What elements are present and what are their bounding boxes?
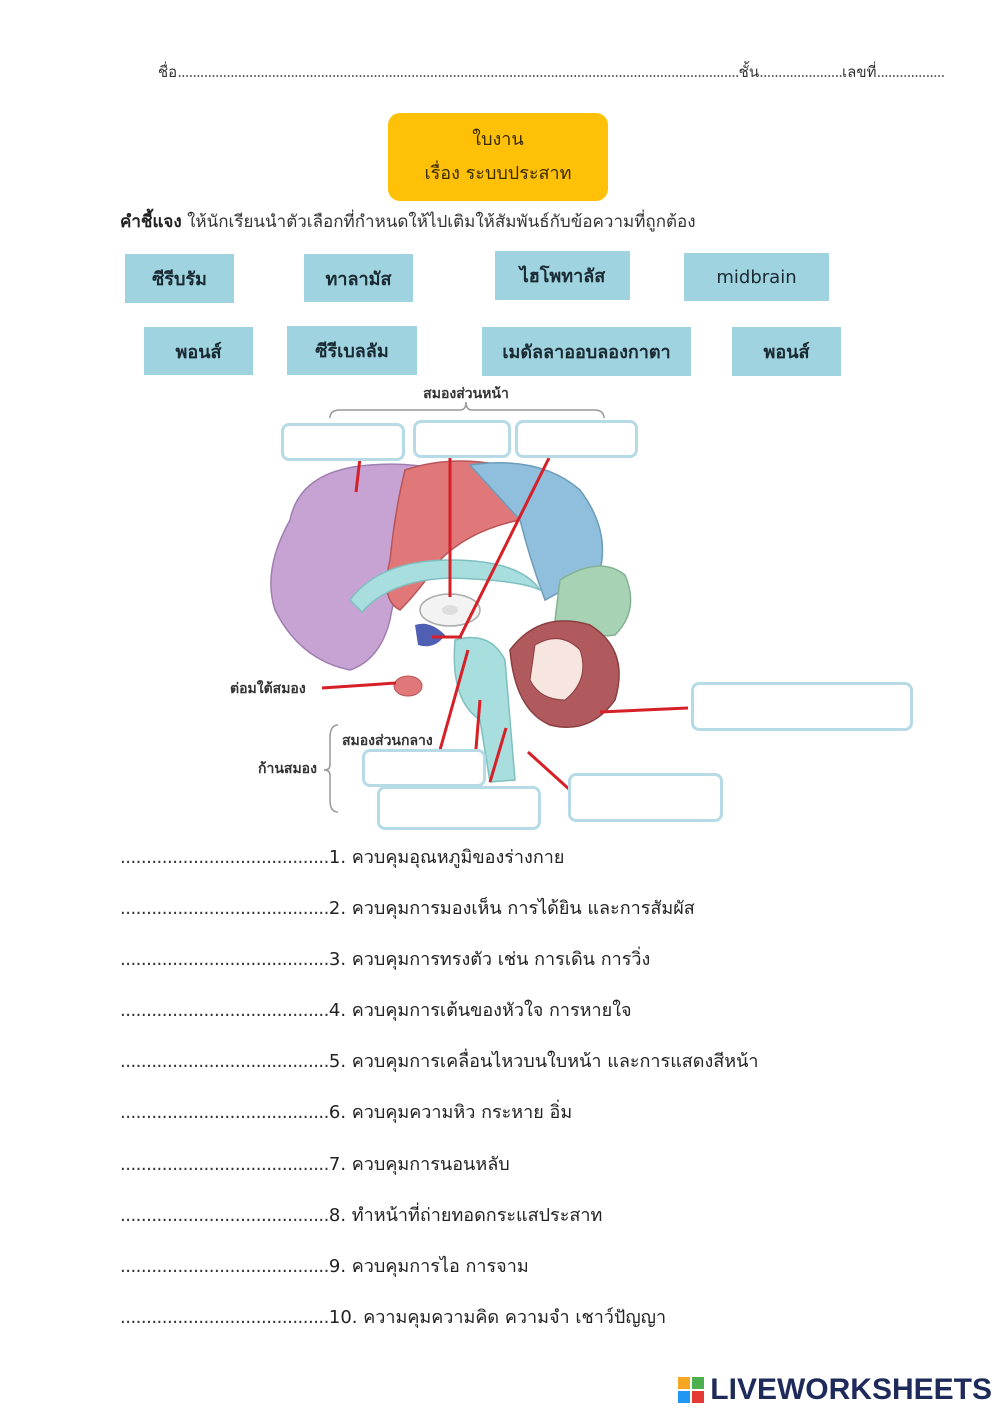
question-text-6: 6. ควบคุมความหิว กระหาย อิ่ม bbox=[328, 1102, 573, 1123]
thalamus-core bbox=[442, 605, 458, 615]
pituitary-label: ต่อมใต้สมอง bbox=[230, 679, 306, 697]
pituitary-shape bbox=[393, 675, 423, 697]
answer-input-6[interactable] bbox=[380, 789, 542, 829]
liveworksheets-logo: LIVEWORKSHEETS bbox=[678, 1373, 992, 1407]
instruction-bold-label: คำชี้แจง bbox=[120, 212, 182, 232]
question-dots-3[interactable]: ........................................ bbox=[120, 949, 329, 970]
question-text-7: 7. ควบคุมการนอนหลับ bbox=[328, 1154, 510, 1175]
instruction-body: ให้นักเรียนนำตัวเลือกที่กำหนดให้ไปเติมให… bbox=[187, 212, 696, 232]
occipital-blue-lobe bbox=[468, 462, 604, 602]
question-text-10: 10. ความคุมความคิด ความจำ เชาว์ปัญญา bbox=[328, 1307, 667, 1328]
brain-diagram: สมองส่วนหน้า ต่อมใต้สมอง สมองส่วนกลาง ก้… bbox=[230, 386, 689, 813]
answer-box-4[interactable] bbox=[691, 682, 914, 731]
brainstem-label: ก้านสมอง bbox=[258, 761, 317, 777]
question-dots-8[interactable]: ........................................ bbox=[120, 1205, 329, 1226]
number-dots: .................. bbox=[876, 63, 945, 81]
question-text-3: 3. ควบคุมการทรงตัว เช่น การเดิน การวิ่ง bbox=[328, 949, 651, 970]
option-hypothalamus[interactable]: ไฮโพทาลัส bbox=[495, 251, 630, 300]
question-text-4: 4. ควบคุมการเต้นของหัวใจ การหายใจ bbox=[328, 1000, 632, 1021]
question-dots-9[interactable]: ........................................ bbox=[120, 1256, 329, 1277]
name-label: ชื่อ bbox=[158, 63, 178, 81]
option-thalamus[interactable]: ทาลามัส bbox=[304, 254, 413, 302]
hypothalamus-shape bbox=[415, 623, 445, 647]
answer-input-4[interactable] bbox=[694, 685, 914, 730]
question-dots-7[interactable]: ........................................ bbox=[120, 1154, 329, 1175]
question-row-6: ........................................… bbox=[120, 1097, 572, 1126]
option-medulla-oblongata[interactable]: เมดัลลาออบลองกาตา bbox=[482, 327, 691, 376]
question-row-1: ........................................… bbox=[120, 842, 564, 871]
question-text-1: 1. ควบคุมอุณหภูมิของร่างกาย bbox=[328, 847, 565, 868]
answer-input-3[interactable] bbox=[518, 423, 639, 457]
worksheet-title-line1: ใบงาน bbox=[472, 129, 524, 150]
option-cerebellum[interactable]: ซีรีเบลลัม bbox=[287, 326, 417, 375]
option-pons-2[interactable]: พอนส์ bbox=[732, 327, 841, 376]
question-text-5: 5. ควบคุมการเคลื่อนไหวบนใบหน้า และการแสด… bbox=[328, 1051, 759, 1072]
option-midbrain[interactable]: midbrain bbox=[684, 253, 829, 301]
worksheet-title-line2: เรื่อง ระบบประสาท bbox=[424, 163, 572, 184]
question-row-2: ........................................… bbox=[120, 893, 695, 922]
answer-box-2[interactable] bbox=[413, 420, 512, 458]
midbrain-label: สมองส่วนกลาง bbox=[342, 733, 433, 749]
option-pons[interactable]: พอนส์ bbox=[144, 327, 253, 375]
answer-box-6[interactable] bbox=[377, 786, 542, 830]
question-text-8: 8. ทำหน้าที่ถ่ายทอดกระแสประสาท bbox=[328, 1205, 603, 1226]
question-text-9: 9. ควบคุมการไอ การจาม bbox=[328, 1256, 529, 1277]
forebrain-bracket bbox=[329, 401, 605, 419]
class-label: ชั้น bbox=[738, 63, 760, 81]
question-dots-1[interactable]: ........................................ bbox=[120, 847, 329, 868]
question-dots-6[interactable]: ........................................ bbox=[120, 1102, 329, 1123]
answer-box-3[interactable] bbox=[515, 420, 639, 458]
question-dots-4[interactable]: ........................................ bbox=[120, 1000, 329, 1021]
answer-input-7[interactable] bbox=[571, 776, 724, 821]
cerebellum-arbor bbox=[529, 638, 584, 701]
class-dots: ...................... bbox=[759, 63, 843, 81]
liveworksheets-icon bbox=[678, 1377, 705, 1403]
question-row-5: ........................................… bbox=[120, 1046, 759, 1075]
name-dots: ........................................… bbox=[177, 63, 739, 81]
answer-input-5[interactable] bbox=[365, 752, 487, 786]
worksheet-title-box: ใบงาน เรื่อง ระบบประสาท bbox=[388, 113, 608, 201]
question-row-4: ........................................… bbox=[120, 995, 632, 1024]
liveworksheets-text: LIVEWORKSHEETS bbox=[710, 1373, 992, 1406]
answer-input-1[interactable] bbox=[284, 426, 406, 460]
answer-input-2[interactable] bbox=[416, 423, 512, 457]
answer-box-1[interactable] bbox=[281, 423, 406, 461]
question-row-3: ........................................… bbox=[120, 944, 650, 973]
question-row-7: ........................................… bbox=[120, 1149, 510, 1178]
question-dots-5[interactable]: ........................................ bbox=[120, 1051, 329, 1072]
question-dots-2[interactable]: ........................................ bbox=[120, 898, 329, 919]
brainstem-bracket bbox=[323, 724, 339, 813]
forebrain-label: สมองส่วนหน้า bbox=[423, 386, 509, 402]
question-row-10: ........................................… bbox=[120, 1302, 666, 1331]
student-info-line: ชื่อ....................................… bbox=[158, 60, 945, 84]
instruction-text: คำชี้แจง ให้นักเรียนนำตัวเลือกที่กำหนดให… bbox=[120, 208, 696, 235]
question-text-2: 2. ควบคุมการมองเห็น การได้ยิน และการสัมผ… bbox=[328, 898, 695, 919]
question-dots-10[interactable]: ........................................ bbox=[120, 1307, 329, 1328]
answer-box-5[interactable] bbox=[362, 749, 487, 787]
option-cerebrum[interactable]: ซีรีบรัม bbox=[125, 254, 234, 303]
number-label: เลขที่ bbox=[842, 63, 877, 81]
question-row-9: ........................................… bbox=[120, 1251, 529, 1280]
answer-box-7[interactable] bbox=[568, 773, 724, 822]
question-row-8: ........................................… bbox=[120, 1200, 602, 1229]
